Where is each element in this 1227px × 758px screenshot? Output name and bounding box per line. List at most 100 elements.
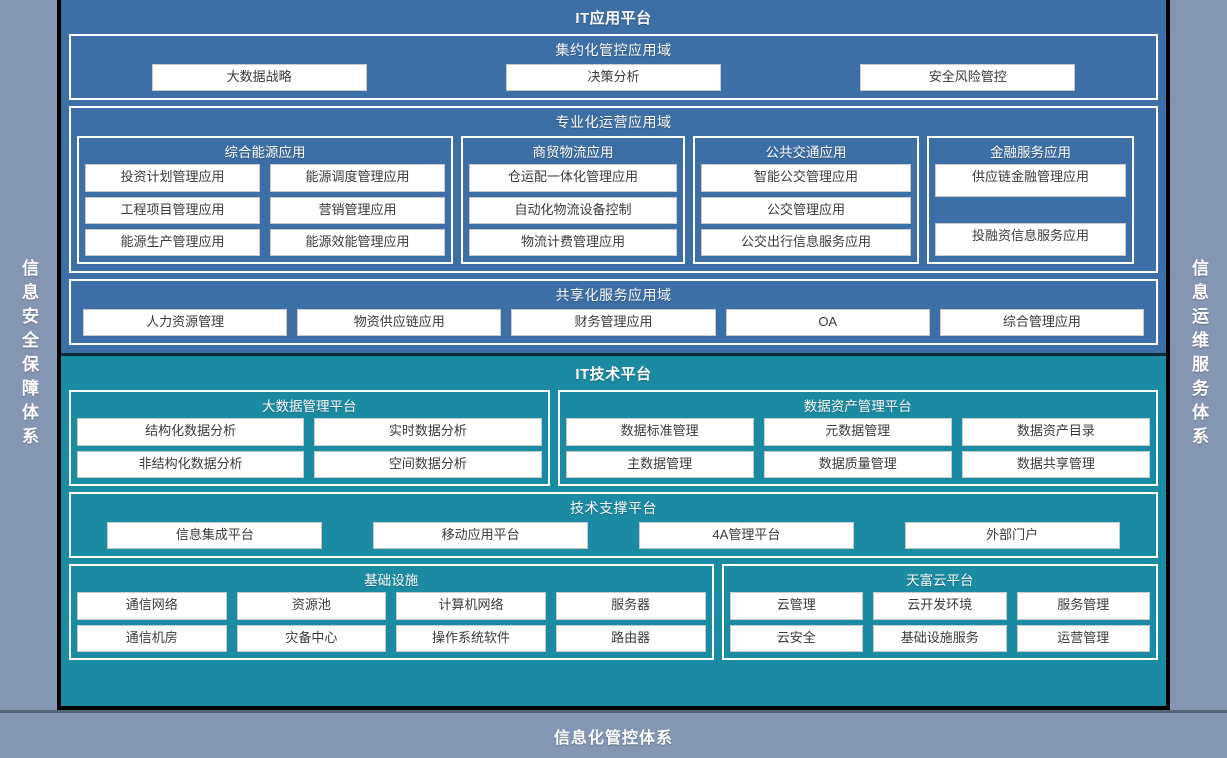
- band-shared-items: 人力资源管理 物资供应链应用 财务管理应用 OA 综合管理应用: [77, 309, 1150, 337]
- band-technical-support-items: 信息集成平台 移动应用平台 4A管理平台 外部门户: [77, 522, 1150, 550]
- chip-energy-dispatch-mgmt[interactable]: 能源调度管理应用: [270, 164, 445, 192]
- band-infrastructure-cloud: 基础设施 通信网络 资源池 计算机网络 服务器 通信机房 灾备中心 操作系统软件…: [69, 564, 1158, 660]
- chip-data-sharing-mgmt[interactable]: 数据共享管理: [961, 450, 1150, 479]
- group-integrated-energy-title: 综合能源应用: [224, 145, 306, 161]
- group-public-transport-title: 公共交通应用: [765, 145, 847, 161]
- chip-cloud-dev-environment[interactable]: 云开发环境: [873, 592, 1007, 620]
- group-financial-services: 金融服务应用 供应链金融管理应用 投融资信息服务应用: [927, 136, 1134, 265]
- group-tianfu-cloud-items: 云管理 云开发环境 服务管理 云安全 基础设施服务 运营管理: [729, 592, 1150, 652]
- group-data-asset-platform-title: 数据资产管理平台: [803, 399, 912, 415]
- group-big-data-platform-title: 大数据管理平台: [262, 399, 357, 415]
- chip-infrastructure-service[interactable]: 基础设施服务: [873, 624, 1007, 652]
- chip-integrated-mgmt-app[interactable]: 综合管理应用: [939, 309, 1145, 337]
- chip-cloud-management[interactable]: 云管理: [729, 592, 863, 620]
- chip-bus-travel-info-service[interactable]: 公交出行信息服务应用: [701, 228, 911, 257]
- chip-data-quality-mgmt[interactable]: 数据质量管理: [763, 450, 952, 479]
- group-tianfu-cloud-title: 天富云平台: [906, 573, 974, 589]
- group-infrastructure-title: 基础设施: [364, 573, 419, 589]
- chip-spatial-data-analysis[interactable]: 空间数据分析: [314, 450, 542, 479]
- chip-logistics-billing-mgmt[interactable]: 物流计费管理应用: [469, 228, 677, 257]
- chip-external-portal[interactable]: 外部门户: [904, 522, 1120, 550]
- chip-operations-management[interactable]: 运营管理: [1016, 624, 1150, 652]
- group-data-asset-platform-items: 数据标准管理 元数据管理 数据资产目录 主数据管理 数据质量管理 数据共享管理: [565, 418, 1150, 479]
- group-financial-services-items: 供应链金融管理应用 投融资信息服务应用: [935, 164, 1126, 257]
- band-intensive-title: 集约化管控应用域: [555, 42, 672, 58]
- group-public-transport-items: 智能公交管理应用 公交管理应用 公交出行信息服务应用: [701, 164, 911, 257]
- group-trade-logistics: 商贸物流应用 仓运配一体化管理应用 自动化物流设备控制 物流计费管理应用: [461, 136, 685, 265]
- chip-4a-management-platform[interactable]: 4A管理平台: [638, 522, 854, 550]
- chip-decision-analysis[interactable]: 决策分析: [505, 64, 721, 92]
- group-big-data-platform-items: 结构化数据分析 实时数据分析 非结构化数据分析 空间数据分析: [77, 418, 542, 479]
- band-shared-services-domain: 共享化服务应用域 人力资源管理 物资供应链应用 财务管理应用 OA 综合管理应用: [69, 279, 1158, 346]
- group-public-transport: 公共交通应用 智能公交管理应用 公交管理应用 公交出行信息服务应用: [693, 136, 919, 265]
- chip-material-supply-chain[interactable]: 物资供应链应用: [297, 309, 502, 337]
- chip-finance-mgmt-app[interactable]: 财务管理应用: [511, 309, 716, 337]
- chip-cloud-security[interactable]: 云安全: [729, 624, 863, 652]
- chip-metadata-mgmt[interactable]: 元数据管理: [763, 418, 952, 446]
- chip-engineering-project-mgmt[interactable]: 工程项目管理应用: [85, 196, 260, 224]
- data-platform-groups: 大数据管理平台 结构化数据分析 实时数据分析 非结构化数据分析 空间数据分析 数…: [69, 390, 1158, 487]
- chip-financial-placeholder: [935, 202, 1126, 218]
- right-rail-label: 信息运维服务体系: [1189, 259, 1208, 451]
- chip-marketing-mgmt[interactable]: 营销管理应用: [270, 196, 445, 224]
- chip-supply-chain-finance-mgmt[interactable]: 供应链金融管理应用: [935, 164, 1126, 198]
- it-application-platform: IT应用平台 集约化管控应用域 大数据战略 决策分析 安全风险管控 专业化运营应…: [61, 0, 1166, 354]
- band-professional-operations-domain: 专业化运营应用域 综合能源应用 投资计划管理应用 能源调度管理应用 工程项目管理…: [69, 106, 1158, 274]
- chip-automated-logistics-equipment-control[interactable]: 自动化物流设备控制: [469, 196, 677, 224]
- group-big-data-platform: 大数据管理平台 结构化数据分析 实时数据分析 非结构化数据分析 空间数据分析: [69, 390, 550, 487]
- band-shared-title: 共享化服务应用域: [555, 287, 672, 304]
- tech-platform-title: IT技术平台: [575, 366, 652, 384]
- footer-informatization-governance: 信息化管控体系: [0, 710, 1227, 758]
- chip-communication-room[interactable]: 通信机房: [77, 624, 227, 652]
- group-infrastructure: 基础设施 通信网络 资源池 计算机网络 服务器 通信机房 灾备中心 操作系统软件…: [69, 564, 714, 660]
- chip-mobile-application-platform[interactable]: 移动应用平台: [373, 522, 589, 550]
- footer-label: 信息化管控体系: [553, 729, 673, 747]
- group-data-asset-platform: 数据资产管理平台 数据标准管理 元数据管理 数据资产目录 主数据管理 数据质量管…: [557, 390, 1158, 487]
- chip-structured-data-analysis[interactable]: 结构化数据分析: [77, 418, 305, 446]
- chip-energy-efficiency-mgmt[interactable]: 能源效能管理应用: [270, 228, 445, 257]
- left-rail-information-security: 信息安全保障体系: [0, 0, 57, 710]
- band-intensive-items: 大数据战略 决策分析 安全风险管控: [77, 64, 1150, 92]
- group-tianfu-cloud-platform: 天富云平台 云管理 云开发环境 服务管理 云安全 基础设施服务 运营管理: [721, 564, 1158, 660]
- band-intensive-control-domain: 集约化管控应用域 大数据战略 决策分析 安全风险管控: [69, 34, 1158, 101]
- chip-disaster-recovery-center[interactable]: 灾备中心: [236, 624, 387, 652]
- chip-operating-system-software[interactable]: 操作系统软件: [396, 624, 546, 652]
- chip-data-standard-mgmt[interactable]: 数据标准管理: [565, 418, 754, 446]
- chip-computer-network[interactable]: 计算机网络: [396, 592, 546, 620]
- app-platform-title: IT应用平台: [575, 10, 652, 27]
- left-rail-label: 信息安全保障体系: [19, 259, 38, 451]
- chip-security-risk-control[interactable]: 安全风险管控: [860, 64, 1076, 92]
- chip-server[interactable]: 服务器: [555, 592, 706, 620]
- chip-energy-production-mgmt[interactable]: 能源生产管理应用: [85, 228, 260, 257]
- chip-hr-mgmt[interactable]: 人力资源管理: [83, 309, 288, 337]
- group-integrated-energy-items: 投资计划管理应用 能源调度管理应用 工程项目管理应用 营销管理应用 能源生产管理…: [85, 164, 445, 257]
- chip-bus-mgmt[interactable]: 公交管理应用: [701, 196, 911, 224]
- platform-stack: IT应用平台 集约化管控应用域 大数据战略 决策分析 安全风险管控 专业化运营应…: [57, 0, 1170, 710]
- chip-router[interactable]: 路由器: [555, 624, 706, 652]
- chip-investment-plan-mgmt[interactable]: 投资计划管理应用: [85, 164, 260, 192]
- chip-oa[interactable]: OA: [725, 309, 930, 337]
- chip-data-asset-catalog[interactable]: 数据资产目录: [961, 418, 1150, 446]
- right-rail-it-operations: 信息运维服务体系: [1170, 0, 1227, 710]
- chip-investment-financing-info-service[interactable]: 投融资信息服务应用: [935, 223, 1126, 257]
- infrastructure-cloud-groups: 基础设施 通信网络 资源池 计算机网络 服务器 通信机房 灾备中心 操作系统软件…: [69, 564, 1158, 660]
- group-integrated-energy: 综合能源应用 投资计划管理应用 能源调度管理应用 工程项目管理应用 营销管理应用…: [77, 136, 453, 265]
- chip-resource-pool[interactable]: 资源池: [236, 592, 387, 620]
- chip-service-management[interactable]: 服务管理: [1016, 592, 1150, 620]
- chip-realtime-data-analysis[interactable]: 实时数据分析: [314, 418, 542, 446]
- group-trade-logistics-title: 商贸物流应用: [532, 145, 614, 161]
- group-infrastructure-items: 通信网络 资源池 计算机网络 服务器 通信机房 灾备中心 操作系统软件 路由器: [77, 592, 706, 652]
- chip-big-data-strategy[interactable]: 大数据战略: [151, 64, 367, 92]
- chip-integrated-warehouse-transport[interactable]: 仓运配一体化管理应用: [469, 164, 677, 192]
- group-trade-logistics-items: 仓运配一体化管理应用 自动化物流设备控制 物流计费管理应用: [469, 164, 677, 257]
- band-professional-title: 专业化运营应用域: [555, 114, 672, 131]
- chip-information-integration-platform[interactable]: 信息集成平台: [107, 522, 323, 550]
- professional-groups: 综合能源应用 投资计划管理应用 能源调度管理应用 工程项目管理应用 营销管理应用…: [77, 136, 1150, 265]
- chip-communication-network[interactable]: 通信网络: [77, 592, 227, 620]
- chip-master-data-mgmt[interactable]: 主数据管理: [565, 450, 754, 479]
- band-technical-support-platform: 技术支撑平台 信息集成平台 移动应用平台 4A管理平台 外部门户: [69, 492, 1158, 559]
- group-financial-services-title: 金融服务应用: [990, 145, 1071, 161]
- chip-unstructured-data-analysis[interactable]: 非结构化数据分析: [77, 450, 305, 479]
- chip-smart-bus-mgmt[interactable]: 智能公交管理应用: [701, 164, 911, 192]
